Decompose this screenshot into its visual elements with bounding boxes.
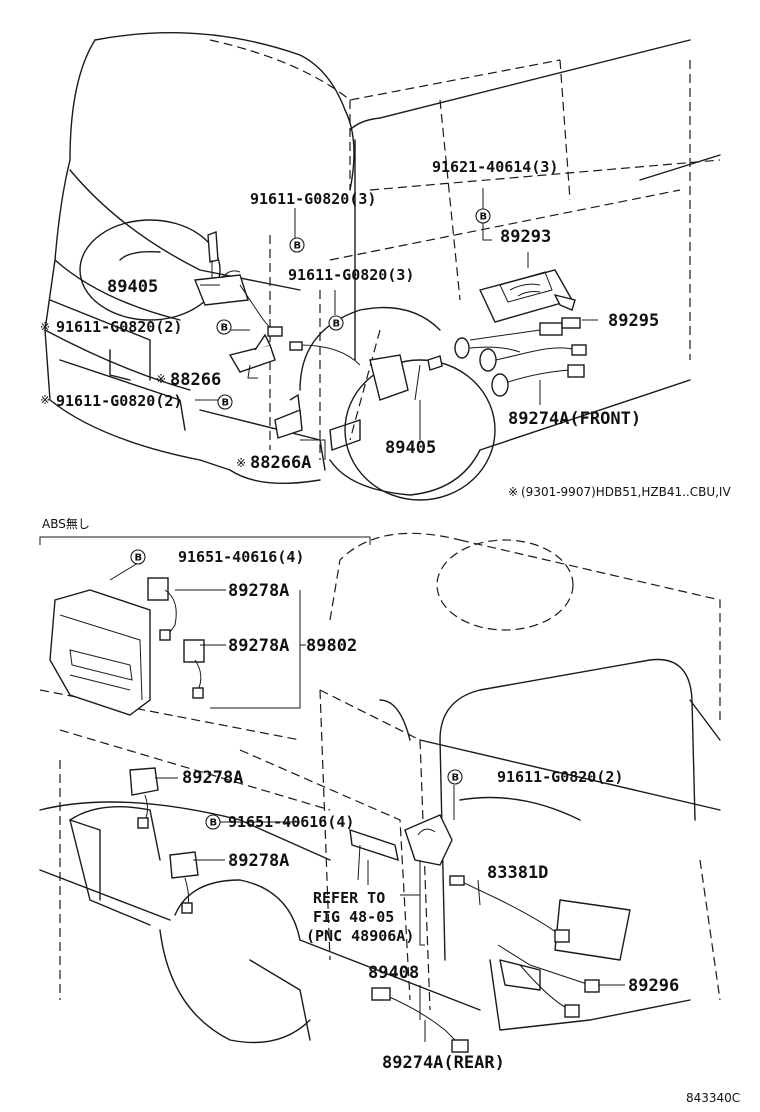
svg-text:B: B [222,398,230,409]
note-mark-3: ※ [40,393,50,407]
note-mark-4: ※ [236,456,246,470]
svg-text:B: B [135,553,143,564]
refer-line-1: REFER TO [313,889,385,907]
label-89296: 89296 [628,976,679,996]
label-91651-40616-b: 91651-40616(4) [228,813,354,831]
bolt-marker-8: B [205,814,221,830]
svg-text:B: B [452,773,460,784]
label-89408: 89408 [368,963,419,983]
figure-id: 843340C [686,1091,740,1105]
svg-text:B: B [221,323,229,334]
label-89405-a: 89405 [107,277,158,297]
refer-line-2: FIG 48-05 [313,908,394,926]
svg-text:B: B [294,241,302,252]
note-mark-5: ※ [508,485,518,499]
label-91611-G0820-a: 91611-G0820(3) [250,190,376,208]
bolt-marker-5: B [217,394,233,410]
label-abs-group: ABS無し [42,516,90,531]
label-89278A-3: 89278A [182,768,243,788]
front-leader-lines [195,188,598,460]
label-89293: 89293 [500,227,551,247]
front-height-sensor-parts [194,231,587,439]
label-83381D: 83381D [487,863,548,883]
label-89405-b: 89405 [385,438,436,458]
front-vehicle-outline [44,32,721,501]
rear-abs-parts [49,577,600,1053]
note-mark-2: ※ [156,372,166,386]
label-91621-40614: 91621-40614(3) [432,158,558,176]
label-89278A-2: 89278A [228,636,289,656]
label-89278A-1: 89278A [228,581,289,601]
note-mark-1: ※ [40,320,50,334]
rear-vehicle-outline [39,532,721,1044]
bolt-marker-7: B [447,769,463,785]
label-89274A-front: 89274A(FRONT) [508,409,641,429]
label-88266: 88266 [170,370,221,390]
bolt-marker-3: B [328,315,344,331]
svg-text:B: B [480,212,488,223]
label-91611-G0820-c: 91611-G0820(2) [56,318,182,336]
label-91611-G0820-b: 91611-G0820(3) [288,266,414,284]
footnote-applicability: (9301-9907)HDB51,HZB41..CBU,IV [521,485,731,499]
label-88266A: 88266A [250,453,311,473]
label-91611-G0820-d: 91611-G0820(2) [56,392,182,410]
bolt-marker-2: B [289,237,305,253]
refer-line-3: (PNC 48906A) [306,927,414,945]
svg-text:B: B [210,818,218,829]
svg-text:B: B [333,319,341,330]
bolt-marker-1: B [475,208,491,224]
label-89278A-4: 89278A [228,851,289,871]
label-89802: 89802 [306,636,357,656]
label-89295: 89295 [608,311,659,331]
label-91651-40616-a: 91651-40616(4) [178,548,304,566]
label-91611-G0820-e: 91611-G0820(2) [497,768,623,786]
bolt-marker-4: B [216,319,232,335]
label-89274A-rear: 89274A(REAR) [382,1053,505,1073]
bolt-marker-6: B [130,549,146,565]
